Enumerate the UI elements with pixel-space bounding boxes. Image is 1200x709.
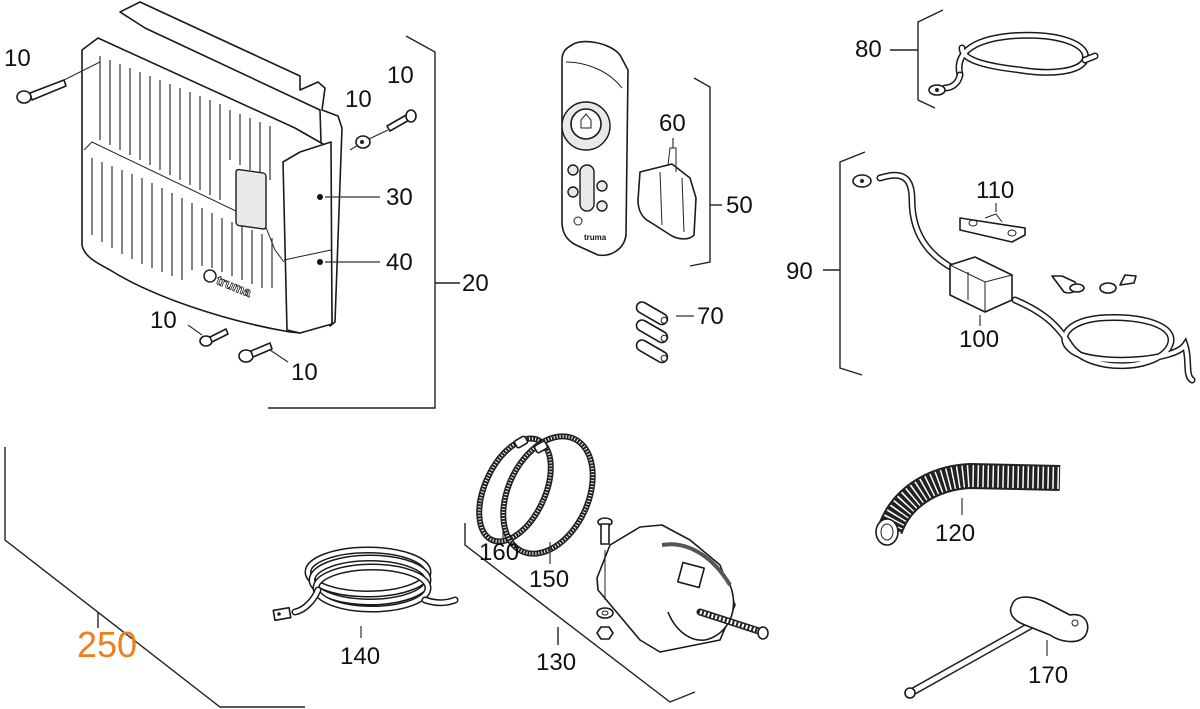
- bracket-50: [689, 77, 722, 267]
- hose-clamp-150[interactable]: [486, 422, 611, 568]
- corrugated-hose[interactable]: [875, 462, 1061, 546]
- batteries[interactable]: [635, 300, 695, 365]
- label-10-screw-top-right: 10: [387, 62, 414, 89]
- remote-holder[interactable]: [637, 138, 697, 240]
- fuse-holder[interactable]: [949, 256, 1013, 326]
- label-250-highlight[interactable]: 250: [77, 624, 137, 665]
- label-40: 40: [386, 249, 413, 276]
- label-110: 110: [976, 177, 1014, 204]
- label-170: 170: [1028, 662, 1068, 689]
- cooling-fins: [83, 56, 285, 288]
- label-10-washer: 10: [345, 86, 372, 113]
- bracket-90: [823, 151, 866, 376]
- remote-control[interactable]: truma: [561, 40, 629, 257]
- cable-80[interactable]: [928, 31, 1099, 96]
- label-150: 150: [529, 566, 569, 593]
- bracket-130: [464, 523, 696, 703]
- label-130: 130: [536, 649, 576, 676]
- bracket-80: [890, 9, 944, 109]
- label-160: 160: [479, 539, 519, 566]
- remote-brand-text: truma: [584, 233, 607, 242]
- t-handle-key[interactable]: [904, 596, 1089, 699]
- ring-terminals[interactable]: [1051, 274, 1137, 294]
- label-100: 100: [959, 326, 999, 353]
- label-50: 50: [726, 192, 753, 219]
- screw-top-left[interactable]: [16, 61, 101, 104]
- fuse[interactable]: [959, 203, 1026, 243]
- callout-dot-30: [317, 194, 323, 200]
- label-10-screw-bottom-right: 10: [291, 359, 318, 386]
- bracket-20: [268, 35, 460, 409]
- label-80: 80: [855, 36, 882, 63]
- screw-bottom-left[interactable]: [187, 324, 229, 347]
- control-unit-housing[interactable]: truma: [81, 1, 343, 334]
- motor-assembly[interactable]: [596, 517, 769, 653]
- bracket-250: [4, 447, 305, 708]
- label-70: 70: [697, 303, 724, 330]
- label-140: 140: [340, 643, 380, 670]
- label-20: 20: [462, 270, 489, 297]
- screw-top-right[interactable]: [386, 109, 417, 132]
- label-10-screw-top-left: 10: [4, 45, 31, 72]
- washer[interactable]: [349, 129, 389, 151]
- hose-clamp-160[interactable]: [465, 427, 566, 552]
- label-30: 30: [386, 184, 413, 211]
- label-60: 60: [659, 110, 686, 137]
- label-120: 120: [935, 520, 975, 547]
- label-90: 90: [786, 258, 813, 285]
- cable-140[interactable]: [272, 546, 459, 638]
- label-10-screw-bottom-left: 10: [150, 307, 177, 334]
- screw-bottom-right[interactable]: [238, 342, 289, 363]
- callout-dot-40: [317, 259, 323, 265]
- battery-cable-set[interactable]: [852, 171, 1196, 384]
